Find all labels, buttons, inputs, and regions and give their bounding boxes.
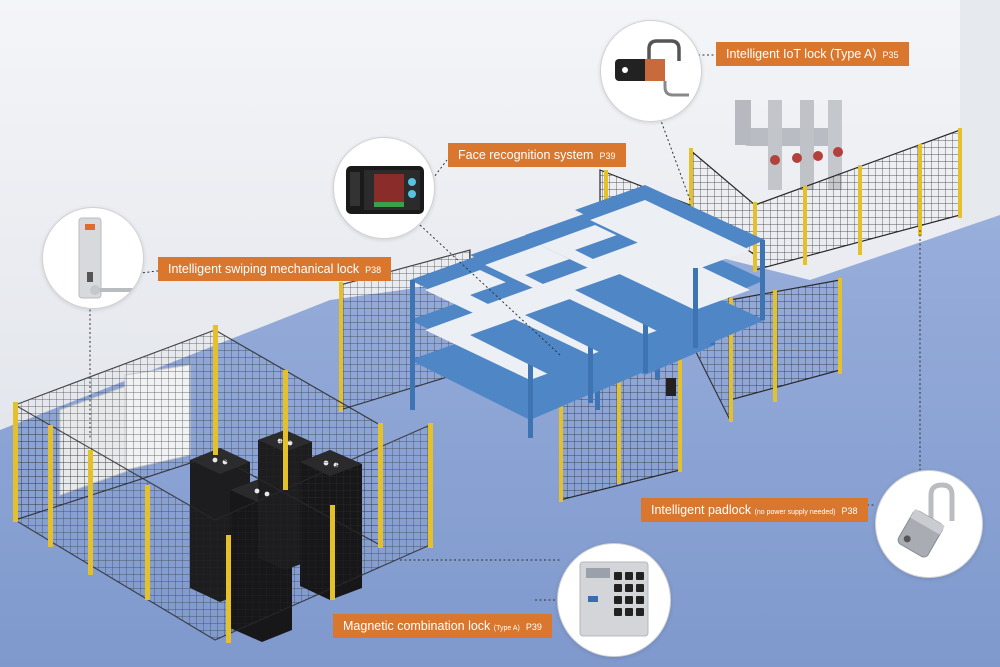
- label-combination-lock-name: Magnetic combination lock: [343, 619, 491, 633]
- padlock-bubble: [875, 470, 983, 578]
- pipe-manifold: [735, 100, 843, 190]
- label-combination-lock-note: (Type A): [493, 625, 520, 632]
- iot-lock-icon: [615, 39, 689, 97]
- label-padlock-name: Intelligent padlock: [651, 503, 752, 517]
- label-swiping-lock-name: Intelligent swiping mechanical lock: [168, 262, 360, 276]
- right-wall: [860, 0, 1000, 230]
- label-iot-lock-name: Intelligent IoT lock (Type A): [726, 47, 877, 61]
- label-iot-lock: Intelligent IoT lock (Type A) P35: [716, 42, 909, 66]
- combination-lock-bubble: [557, 543, 671, 657]
- label-combination-lock: Magnetic combination lock (Type A) P39: [333, 614, 552, 638]
- padlock-icon: [897, 482, 955, 558]
- swipe-lock-icon: [78, 217, 135, 299]
- keypad-lock-icon: [579, 561, 649, 637]
- swiping-lock-bubble: [42, 207, 144, 309]
- server-enclosure: [13, 325, 433, 643]
- label-face-recognition: Face recognition system P39: [448, 143, 626, 167]
- face-terminal-device: [666, 378, 676, 396]
- label-swiping-lock-page: P38: [365, 265, 382, 275]
- storage-shelves: [410, 185, 765, 438]
- iot-lock-bubble: [600, 20, 702, 122]
- label-face-recognition-page: P39: [599, 151, 616, 161]
- face-recognition-bubble: [333, 137, 435, 239]
- label-combination-lock-page: P39: [525, 622, 542, 632]
- iot-lock-enclosure: [689, 128, 962, 422]
- label-face-recognition-name: Face recognition system: [458, 148, 594, 162]
- label-padlock-note: (no power supply needed): [754, 509, 836, 516]
- label-swiping-lock: Intelligent swiping mechanical lock P38: [158, 257, 392, 281]
- face-terminal-icon: [346, 166, 424, 214]
- label-padlock-page: P38: [841, 506, 858, 516]
- label-iot-lock-page: P35: [882, 50, 899, 60]
- label-padlock: Intelligent padlock (no power supply nee…: [641, 498, 868, 522]
